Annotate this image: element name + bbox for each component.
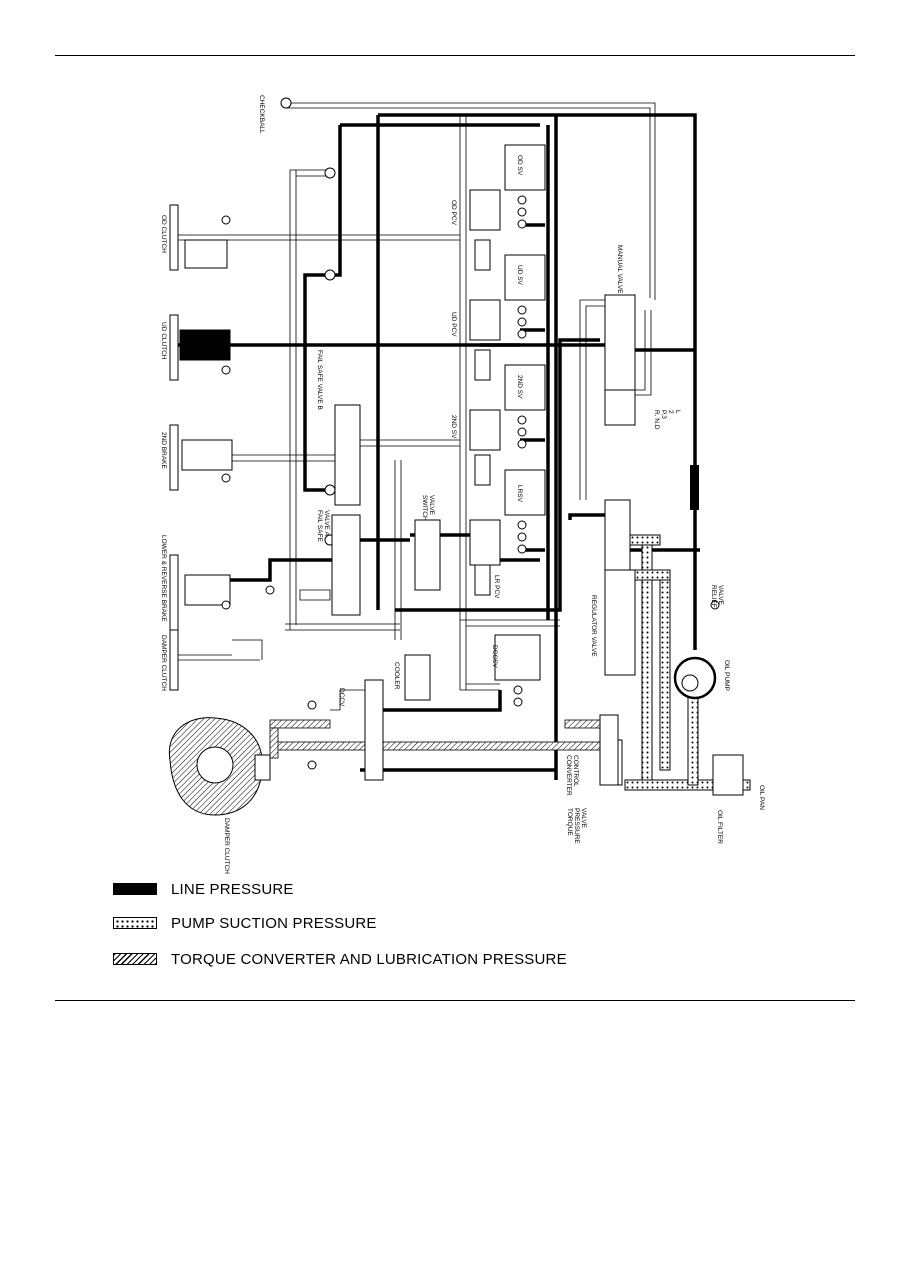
label-regulator-valve: REGULATOR VALVE xyxy=(590,595,597,657)
label-cooler: COOLER xyxy=(393,662,400,690)
label-ud-pcv: UD PCV xyxy=(450,312,457,337)
line-pressure-accumulator xyxy=(690,465,699,510)
legend-torque-converter-text: TORQUE CONVERTER AND LUBRICATION PRESSUR… xyxy=(171,950,567,968)
legend-torque-converter: TORQUE CONVERTER AND LUBRICATION PRESSUR… xyxy=(113,948,567,970)
line-pressure-swatch xyxy=(113,883,157,895)
label-damper-clutch-bottom: DAMPER CLUTCH xyxy=(223,818,230,874)
label-oil-filter: OIL FILTER xyxy=(716,810,723,844)
label-fail-safe-valve-b: FAIL SAFE VALVE B xyxy=(316,350,323,410)
label-torque-pressure-valve-3: VALVE xyxy=(580,808,587,829)
label-od-pcv: OD PCV xyxy=(450,200,457,226)
label-oil-pan: OIL PAN xyxy=(758,785,765,810)
clutch-pistons xyxy=(169,97,336,691)
label-2nd-brake: 2ND BRAKE xyxy=(160,432,167,470)
component-labels: CHECKBALL OD CLUTCH UD CLUTCH 2ND BRAKE … xyxy=(160,95,765,874)
legend-line-pressure: LINE PRESSURE xyxy=(113,878,294,900)
label-ud-sv: UD SV xyxy=(516,265,523,286)
signal-passages xyxy=(178,102,656,711)
label-torque-pressure-valve-1: TORQUE xyxy=(566,808,573,836)
label-ud-clutch: UD CLUTCH xyxy=(160,322,167,360)
label-oil-pump: OIL PUMP xyxy=(723,660,730,691)
label-fail-safe-valve-a-2: VALVE A xyxy=(323,510,330,536)
torque-converter-swatch xyxy=(113,953,157,965)
label-torque-pressure-valve-2: PRESSURE xyxy=(573,808,580,844)
label-od-clutch: OD CLUTCH xyxy=(160,215,167,253)
bottom-rule xyxy=(55,1000,855,1001)
label-damper-clutch-left: DAMPER CLUTCH xyxy=(160,635,167,691)
label-lr-pcv: LR PCV xyxy=(493,575,500,599)
label-converter-control-1: CONVERTER xyxy=(565,755,572,796)
label-range-2: P,3 xyxy=(660,410,667,419)
solenoid-valves xyxy=(494,144,546,707)
torque-converter xyxy=(168,700,317,816)
legend-line-pressure-text: LINE PRESSURE xyxy=(171,880,294,898)
label-relief-valve-1: RELIEF xyxy=(710,585,717,608)
label-converter-control-2: CONTROL xyxy=(572,755,579,787)
label-checkball: CHECKBALL xyxy=(258,95,265,134)
right-side-valves xyxy=(364,294,744,796)
pump-suction-swatch xyxy=(113,917,157,929)
line-pressure-passages xyxy=(178,113,700,780)
label-relief-valve-2: VALVE xyxy=(717,585,724,606)
label-switch-valve-2: VALVE xyxy=(428,495,435,516)
top-rule xyxy=(55,55,855,56)
label-range-3: 2 xyxy=(667,410,674,414)
hydraulic-circuit-diagram: CHECKBALL OD CLUTCH UD CLUTCH 2ND BRAKE … xyxy=(160,95,765,874)
label-switch-valve-1: SWITCH xyxy=(421,495,428,521)
valve-bodies xyxy=(331,189,501,616)
legend-pump-suction: PUMP SUCTION PRESSURE xyxy=(113,912,377,934)
label-low-reverse-brake: LOWER & REVERSE BRAKE xyxy=(160,535,167,622)
label-range-1: R, N,D xyxy=(653,410,660,430)
label-dccsv: DCCSV xyxy=(491,645,498,668)
label-2nd-sv: 2ND SV xyxy=(516,375,523,399)
label-range-4: L xyxy=(674,410,681,414)
label-2nd-sv-pcv: 2ND SV xyxy=(450,415,457,439)
legend-pump-suction-text: PUMP SUCTION PRESSURE xyxy=(171,914,377,932)
label-dccv: DCCV xyxy=(338,688,345,707)
label-manual-valve: MANUAL VALVE xyxy=(616,245,623,294)
label-od-sv: OD SV xyxy=(516,155,523,176)
label-fail-safe-valve-a-1: FAIL SAFE xyxy=(316,510,323,543)
label-lrsv: LRSV xyxy=(516,485,523,503)
